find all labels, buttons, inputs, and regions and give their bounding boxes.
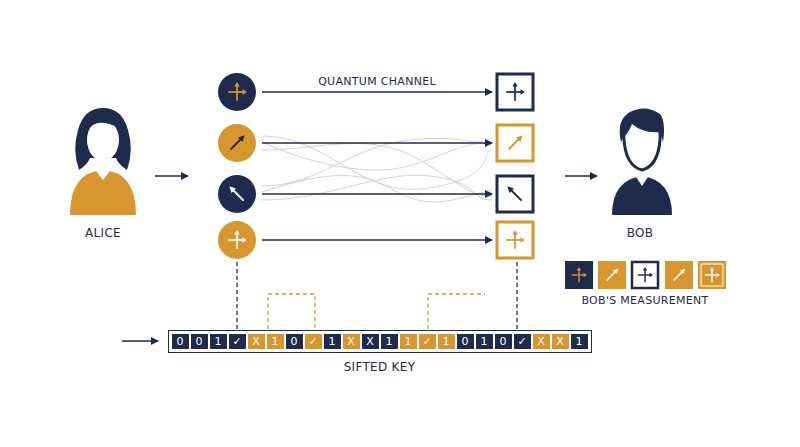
key-bit: 1 (324, 334, 341, 349)
key-bit: 1 (210, 334, 227, 349)
key-bit: 0 (191, 334, 208, 349)
bit-value: 0 (462, 336, 469, 347)
measurement-icons (565, 261, 726, 289)
key-bit: X (343, 334, 360, 349)
key-bit: ✓ (305, 334, 322, 349)
key-bit: 1 (400, 334, 417, 349)
key-bit: 0 (495, 334, 512, 349)
key-strip: SIFTED KEY001✓X10✓1XX11✓1010✓XX1 (168, 330, 592, 353)
sifting-lines (237, 262, 517, 329)
noise-lines (262, 136, 492, 202)
bit-value: ✓ (232, 336, 241, 347)
bit-value: X (556, 336, 564, 347)
party-name: BOB (627, 226, 654, 240)
bit-value: ✓ (517, 336, 526, 347)
alice-figure (70, 108, 136, 215)
key-bit: 0 (457, 334, 474, 349)
party-name: ALICE (85, 226, 121, 240)
key-bit: 0 (172, 334, 189, 349)
bit-value: 1 (329, 336, 336, 347)
key-bit: ✓ (514, 334, 531, 349)
bit-value: 0 (177, 336, 184, 347)
alice-states (218, 73, 256, 259)
bob-figure (612, 108, 672, 215)
key-bit: 1 (476, 334, 493, 349)
channel-arrows (262, 92, 492, 240)
key-bit: X (533, 334, 550, 349)
key-title: SIFTED KEY (344, 360, 416, 374)
legend-caption: BOB'S MEASUREMENT (581, 294, 708, 307)
bit-value: 1 (443, 336, 450, 347)
bit-value: ✓ (422, 336, 431, 347)
bit-value: 0 (291, 336, 298, 347)
bit-value: 1 (405, 336, 412, 347)
key-bit: ✓ (419, 334, 436, 349)
key-bit: 1 (381, 334, 398, 349)
bit-value: 1 (272, 336, 279, 347)
bit-value: 1 (576, 336, 583, 347)
bit-value: X (347, 336, 355, 347)
channel-label: QUANTUM CHANNEL (315, 75, 439, 88)
key-bit: 1 (571, 334, 588, 349)
bit-value: 0 (196, 336, 203, 347)
bit-value: 0 (500, 336, 507, 347)
bit-value: X (537, 336, 545, 347)
key-bit: 0 (286, 334, 303, 349)
bit-value: 1 (481, 336, 488, 347)
key-bit: X (552, 334, 569, 349)
bit-value: X (252, 336, 260, 347)
key-bit: X (248, 334, 265, 349)
bit-value: 1 (215, 336, 222, 347)
bit-value: X (366, 336, 374, 347)
bit-value: 1 (386, 336, 393, 347)
key-bit: ✓ (229, 334, 246, 349)
bob-detectors (497, 74, 533, 258)
key-bit: X (362, 334, 379, 349)
bit-value: ✓ (308, 336, 317, 347)
key-bit: 1 (438, 334, 455, 349)
key-bit: 1 (267, 334, 284, 349)
